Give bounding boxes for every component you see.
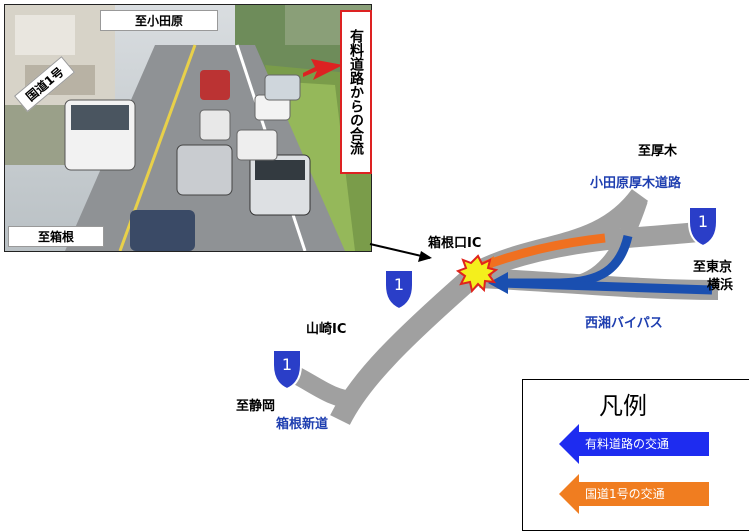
label-odawara-atsugi-road: 小田原厚木道路 [590, 176, 682, 191]
shield-icon [272, 349, 302, 391]
legend-item-route1: 国道1号の交通 [585, 487, 665, 501]
photo-label-merge: 有料道路からの合流 [340, 10, 372, 174]
blue-flow-line-2 [499, 278, 713, 295]
shield-number: 1 [393, 275, 405, 294]
label-yokohama: 横浜 [707, 278, 734, 293]
label-atsugi: 至厚木 [638, 144, 678, 159]
road-map [272, 188, 719, 426]
traffic-photo [4, 4, 372, 252]
legend-arrow-blue [559, 424, 709, 464]
label-tokyo: 至東京 [693, 260, 733, 275]
legend: 凡例 有料道路の交通 国道1号の交通 [522, 379, 749, 531]
shield-number: 1 [697, 212, 709, 231]
merge-point-burst [455, 254, 499, 294]
photo-label-odawara: 至小田原 [100, 10, 218, 31]
label-seisho-bypass: 西湘バイパス [585, 316, 663, 331]
blue-flow-arrowhead [488, 272, 508, 294]
shield-icon [688, 206, 718, 248]
legend-item-toll-road: 有料道路の交通 [585, 437, 670, 451]
shield-number: 1 [281, 355, 293, 374]
legend-arrow-orange [559, 474, 709, 514]
legend-title: 凡例 [599, 392, 647, 420]
photo-label-hakone: 至箱根 [8, 226, 104, 247]
label-shizuoka: 至静岡 [236, 399, 276, 414]
label-yamazaki-ic: 山崎IC [306, 322, 347, 337]
callout-arrowhead [418, 251, 432, 262]
label-hakone-shindo: 箱根新道 [276, 417, 329, 432]
label-hakone-guchi-ic: 箱根口IC [428, 236, 482, 251]
shield-icon [384, 269, 414, 311]
